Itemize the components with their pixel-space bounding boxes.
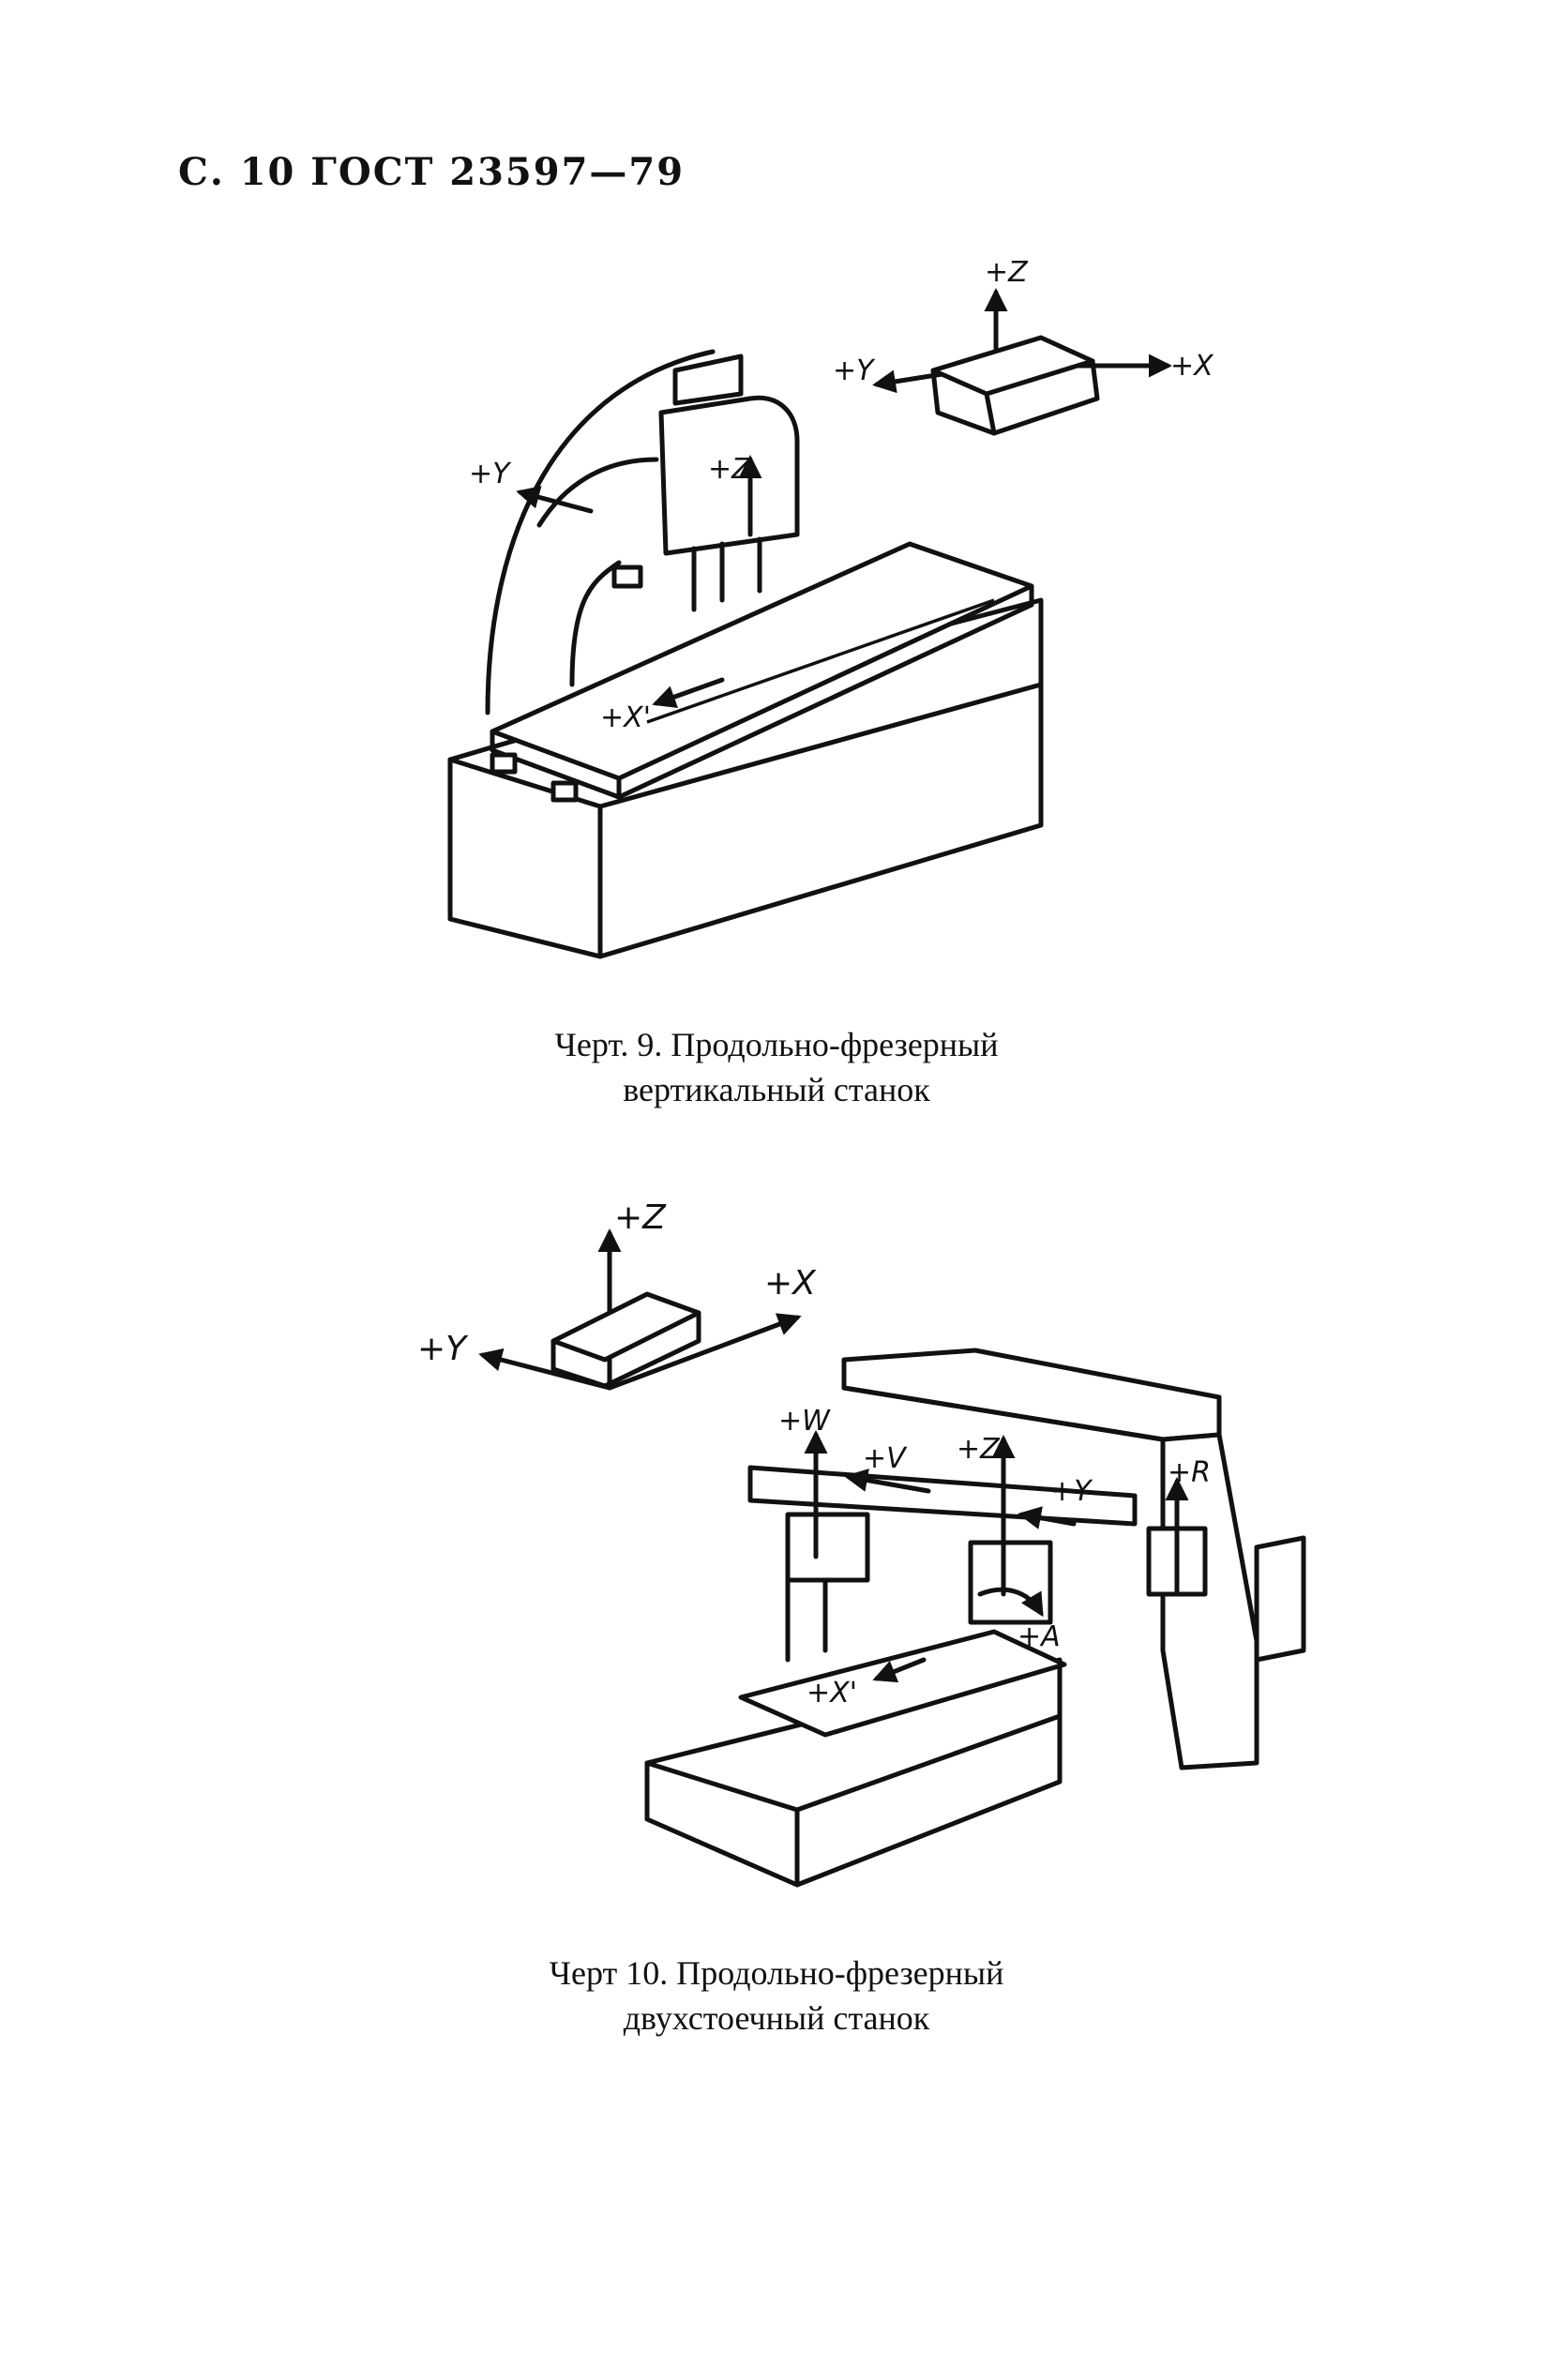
figure-10-caption-line-2: двухстоечный станок: [623, 1999, 930, 2037]
fig9-label-z-head: +Z: [708, 453, 752, 486]
fig10-label-z-head: +Z: [957, 1433, 1001, 1466]
figure-9-caption-line-2: вертикальный станок: [623, 1071, 930, 1108]
figure-9-caption-line-1: Черт. 9. Продольно-фрезерный: [554, 1026, 999, 1063]
fig9-label-x-table: +X': [600, 701, 651, 734]
fig9-axis-triad: +Z +Y +X: [833, 256, 1214, 436]
figure-9-drawing: +Z +Y +X +Z: [447, 256, 1214, 959]
fig10-label-v: +V: [863, 1442, 908, 1475]
figure-10-drawing: +Z +X +Y +X': [417, 1198, 1306, 1888]
figure-10-caption-line-1: Черт 10. Продольно-фрезерный: [549, 1954, 1004, 1992]
page-header: С. 10 ГОСТ 23597—79: [178, 150, 686, 194]
fig10-label-x: +X: [764, 1264, 817, 1303]
fig10-machine: +X' +W +V +Z +Y +R: [644, 1348, 1306, 1888]
fig9-label-y: +Y: [833, 354, 876, 387]
fig9-label-y-arm: +Y: [469, 458, 512, 490]
fig10-axis-triad: +Z +X +Y: [417, 1198, 817, 1391]
fig9-machine: +Z +Y +X': [447, 349, 1044, 959]
fig9-label-x: +X: [1170, 350, 1214, 383]
fig10-label-w: +W: [778, 1405, 831, 1438]
fig10-label-r: +R: [1168, 1456, 1211, 1489]
fig10-label-y: +Y: [417, 1330, 469, 1368]
fig10-label-a: +A: [1018, 1620, 1061, 1653]
fig10-label-x-table: +X': [807, 1677, 857, 1710]
fig10-label-y-head: +Y: [1050, 1475, 1093, 1508]
fig10-label-z: +Z: [614, 1198, 667, 1237]
fig9-label-z: +Z: [985, 256, 1029, 289]
